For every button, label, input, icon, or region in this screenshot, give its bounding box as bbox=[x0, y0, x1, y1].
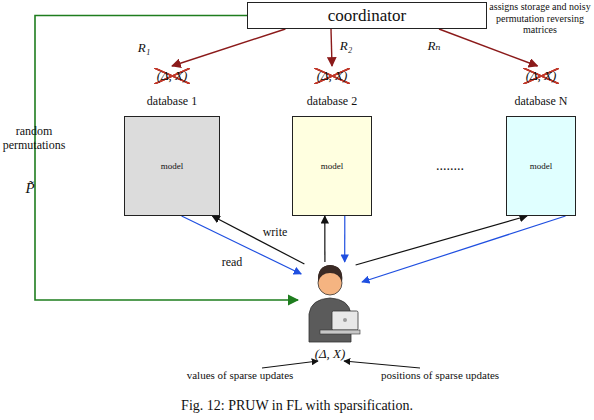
database-name: database 1 bbox=[147, 94, 197, 108]
connector-arrow bbox=[172, 29, 285, 66]
connector-arrow bbox=[344, 216, 345, 262]
label-row: (Δ, X) bbox=[272, 66, 392, 84]
laptop-logo bbox=[343, 318, 347, 322]
note-text: assigns storage and noisy permutation re… bbox=[488, 1, 592, 36]
crossed-out-data: (Δ, X) bbox=[523, 68, 560, 84]
user-body bbox=[309, 298, 351, 342]
coordinator-box: coordinator bbox=[247, 2, 487, 29]
model-box: model bbox=[506, 116, 576, 216]
connector-arrow bbox=[356, 216, 527, 265]
laptop-base bbox=[320, 330, 360, 334]
edge-label: Rₙ bbox=[424, 39, 444, 54]
label-row: database N bbox=[486, 91, 594, 109]
label-row: (Δ, X) bbox=[486, 66, 594, 84]
ellipsis: ........ bbox=[420, 158, 480, 174]
permutation-symbol: P̃ bbox=[18, 180, 42, 197]
model-label: model bbox=[321, 161, 344, 171]
connector-arrow bbox=[439, 29, 538, 66]
figure-caption: Fig. 12: PRUW in FL with sparsification. bbox=[0, 398, 594, 414]
label-row: (Δ, X) bbox=[104, 66, 240, 84]
model-label: model bbox=[161, 161, 184, 171]
label-row: database 1 bbox=[104, 91, 240, 109]
model-box: model bbox=[124, 116, 220, 216]
database-node: (Δ, X) database N model bbox=[506, 66, 576, 216]
connector-arrow bbox=[35, 16, 298, 301]
connector-arrow bbox=[331, 29, 332, 66]
database-name: database 2 bbox=[307, 94, 357, 108]
leader-arrow bbox=[262, 361, 318, 368]
database-name: database N bbox=[515, 94, 568, 108]
database-node: (Δ, X) database 1 model bbox=[124, 66, 220, 216]
model-box: model bbox=[292, 116, 372, 216]
crossed-out-data: (Δ, X) bbox=[154, 68, 191, 84]
user-hair bbox=[318, 265, 342, 282]
model-label: model bbox=[530, 161, 553, 171]
user-data: (Δ, X) bbox=[288, 346, 372, 362]
crossed-out-data: (Δ, X) bbox=[314, 68, 351, 84]
edge-label: random permutations bbox=[1, 125, 67, 153]
edge-label: read bbox=[212, 256, 252, 270]
annotation: values of sparse updates bbox=[165, 369, 315, 382]
edge-label: R₂ bbox=[336, 39, 356, 54]
laptop-screen bbox=[332, 311, 358, 330]
annotation: positions of sparse updates bbox=[360, 369, 520, 382]
connector-arrow bbox=[362, 216, 566, 282]
connector-arrow bbox=[182, 216, 302, 274]
connector-arrow bbox=[324, 216, 325, 262]
user-node: (Δ, X) bbox=[298, 262, 362, 362]
database-node: (Δ, X) database 2 model bbox=[292, 66, 372, 216]
edge-label: R₁ bbox=[134, 41, 154, 56]
edge-label: write bbox=[255, 226, 295, 240]
node-label: coordinator bbox=[328, 6, 406, 26]
leader-arrow bbox=[344, 361, 420, 368]
label-row: database 2 bbox=[272, 91, 392, 109]
